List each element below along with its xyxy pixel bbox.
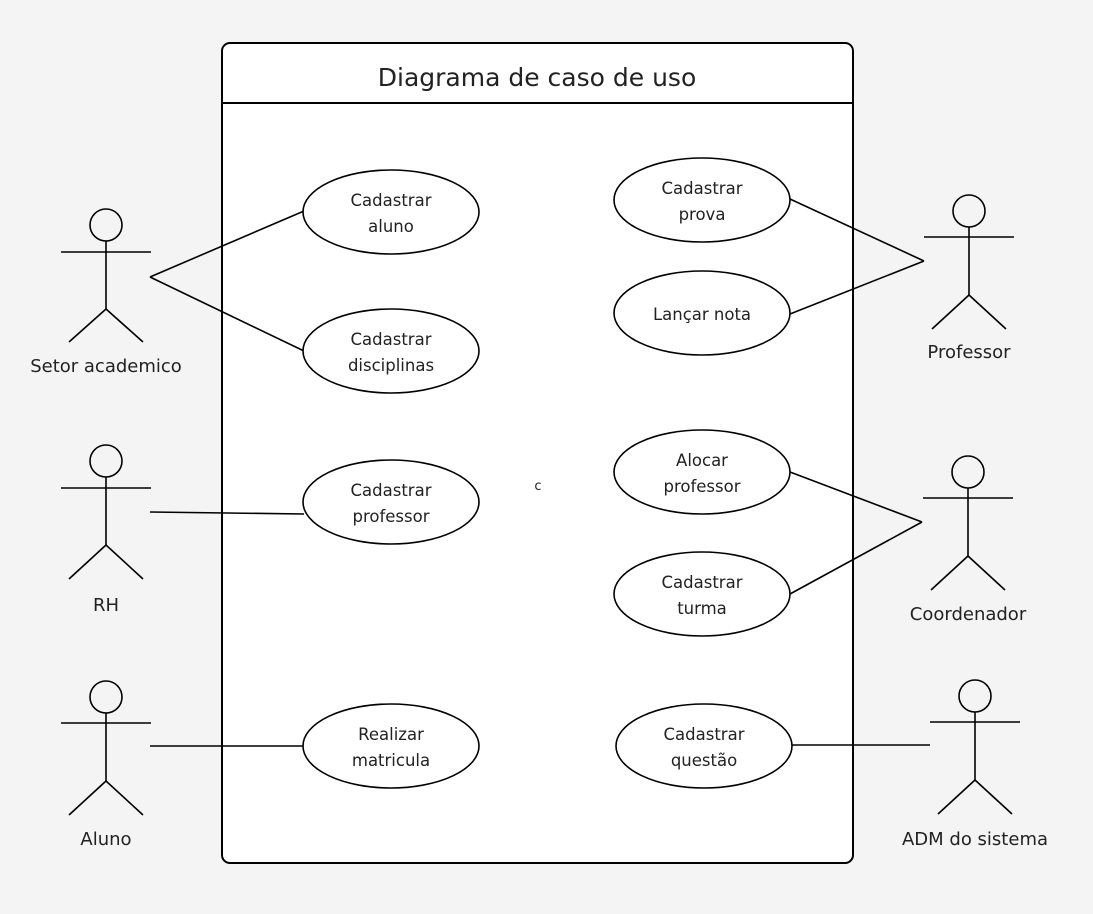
actor-label: RH xyxy=(93,595,119,616)
use-case-label-line: Cadastrar xyxy=(664,725,745,744)
use-case-label-line: Cadastrar xyxy=(351,191,432,210)
use-case-cad-prova: Cadastrar prova xyxy=(613,157,791,243)
association-rh-cad-professor xyxy=(149,511,305,515)
use-case-label-line: Cadastrar xyxy=(662,573,743,592)
actor-aluno: Aluno xyxy=(61,680,151,850)
use-case-label-line: Cadastrar xyxy=(662,179,743,198)
stick-figure-icon xyxy=(61,680,151,816)
use-case-label-line: professor xyxy=(352,507,429,526)
association-professor-cad-prova xyxy=(789,198,925,262)
associations xyxy=(149,198,930,747)
actor-adm: ADM do sistema xyxy=(902,679,1048,850)
use-case-label-line: Realizar xyxy=(358,725,424,744)
use-case-label-line: Cadastrar xyxy=(351,330,432,349)
use-case-label-line: Cadastrar xyxy=(351,481,432,500)
stick-figure-icon xyxy=(924,194,1014,330)
actor-label: Professor xyxy=(927,342,1011,363)
use-case-label-line: matricula xyxy=(352,751,430,770)
actor-label: Coordenador xyxy=(910,604,1027,625)
actor-professor: Professor xyxy=(924,194,1014,363)
stick-figure-icon xyxy=(61,208,151,343)
actors: Setor academico RH Aluno xyxy=(30,194,1048,850)
stick-figure-icon xyxy=(930,679,1020,815)
use-case-alocar-professor: Alocar professor xyxy=(613,429,791,515)
use-case-label-line: professor xyxy=(663,477,740,496)
use-case-label-line: turma xyxy=(677,599,727,618)
association-coordenador-alocar-professor xyxy=(789,471,923,523)
use-case-label-line: Alocar xyxy=(676,451,728,470)
actor-coordenador: Coordenador xyxy=(910,455,1027,625)
use-case-cad-turma: Cadastrar turma xyxy=(613,551,791,637)
use-case-label-line: aluno xyxy=(368,217,414,236)
stick-figure-icon xyxy=(923,455,1013,591)
use-case-label-line: questão xyxy=(671,751,737,770)
stray-label: c xyxy=(534,479,541,494)
association-professor-lancar-nota xyxy=(789,260,925,315)
stick-figure-icon xyxy=(61,444,151,580)
actor-label: Setor academico xyxy=(30,356,182,377)
use-case-label-line: Lançar nota xyxy=(653,305,751,324)
actor-setor: Setor academico xyxy=(30,208,182,377)
association-coordenador-cad-turma xyxy=(789,521,923,595)
use-case-cad-disciplinas: Cadastrar disciplinas xyxy=(302,308,480,394)
association-setor-cad-disciplinas xyxy=(149,276,305,352)
use-case-lancar-nota: Lançar nota xyxy=(613,270,791,356)
use-case-label-line: disciplinas xyxy=(348,356,434,375)
actor-label: Aluno xyxy=(80,829,131,850)
actor-rh: RH xyxy=(61,444,151,616)
use-cases: Cadastrar aluno Cadastrar disciplinas Ca… xyxy=(302,157,793,789)
use-case-cad-questao: Cadastrar questão xyxy=(615,703,793,789)
diagram-title: Diagrama de caso de uso xyxy=(378,63,697,92)
use-case-realizar-matricula: Realizar matricula xyxy=(302,703,480,789)
use-case-cad-aluno: Cadastrar aluno xyxy=(302,169,480,255)
association-setor-cad-aluno xyxy=(149,210,305,278)
use-case-cad-professor: Cadastrar professor xyxy=(302,459,480,545)
actor-label: ADM do sistema xyxy=(902,829,1048,850)
use-case-label-line: prova xyxy=(679,205,726,224)
